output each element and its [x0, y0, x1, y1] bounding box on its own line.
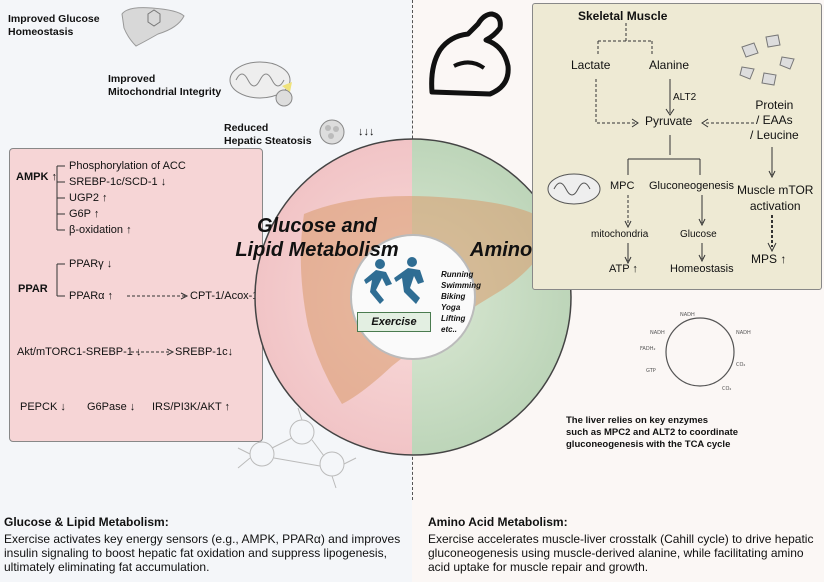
activity-item: Yoga [441, 303, 461, 312]
atp-label: ATP ↑ [609, 263, 638, 275]
gluconeogenesis-label: Gluconeogenesis [649, 180, 735, 192]
akt-label: Akt/mTORC1-SREBP-1 ↓ [17, 346, 142, 358]
bottom-left-title: Glucose & Lipid Metabolism: [4, 515, 169, 529]
protein-label: Protein / EAAs / Leucine [750, 98, 799, 142]
ampk-item: G6P ↑ [69, 208, 100, 220]
tca-label: CO₂ [736, 362, 745, 368]
alt2-label: ALT2 [673, 92, 697, 103]
tca-label: GTP [646, 368, 656, 374]
tca-label: FADH₂ [640, 346, 655, 352]
exercise-label: Exercise [357, 312, 431, 332]
glucose-label-right: Glucose [680, 229, 717, 240]
homeostasis-label: Homeostasis [670, 263, 734, 275]
left-circle-title: Glucose and Lipid Metabolism [235, 215, 399, 261]
glucose-label: Improved Glucose Homeostasis [8, 13, 100, 38]
molecule-icon [237, 407, 357, 489]
steatosis-label: Reduced Hepatic Steatosis [224, 122, 312, 147]
pepck-label: PEPCK ↓ [20, 401, 66, 413]
mps-label: MPS ↑ [751, 252, 787, 266]
activity-item: Lifting [441, 314, 466, 323]
activity-item: etc.. [441, 325, 458, 334]
pathway-arrows [547, 23, 795, 265]
tca-label: NADH [680, 312, 695, 318]
alanine-label: Alanine [649, 58, 690, 72]
activity-item: Running [441, 270, 474, 279]
enzyme-note: The liver relies on key enzymes such as … [566, 415, 739, 450]
steatosis-arrows: ↓↓↓ [358, 126, 375, 138]
pyruvate-label: Pyruvate [645, 114, 693, 128]
mito-label: Improved Mitochondrial Integrity [108, 73, 222, 98]
ampk-label: AMPK ↑ [16, 171, 57, 183]
ppar-label: PPAR [18, 283, 48, 295]
skeletal-muscle-box [532, 3, 822, 290]
tca-label: CO₂ [722, 386, 731, 392]
lipid-droplet-icon [319, 119, 345, 145]
g6pase-label: G6Pase ↓ [87, 401, 136, 413]
tca-label: NADH [650, 330, 665, 336]
bottom-left-body: Exercise activates key energy sensors (e… [4, 532, 401, 574]
ampk-item: Phosphorylation of ACC [69, 160, 186, 172]
ampk-item: SREBP-1c/SCD-1 ↓ [69, 176, 167, 188]
liver-icon [121, 7, 185, 47]
mitochondria-label: mitochondria [591, 229, 649, 240]
lactate-label: Lactate [571, 58, 611, 72]
pink-box-connectors [56, 165, 189, 356]
bottom-right-body: Exercise accelerates muscle-liver crosst… [428, 532, 814, 574]
mpc-label: MPC [610, 180, 635, 192]
mtor-label: Muscle mTOR activation [737, 183, 814, 213]
irs-label: IRS/PI3K/AKT ↑ [152, 401, 231, 413]
muscle-title: Skeletal Muscle [578, 9, 668, 23]
lipid-regulation-box [9, 148, 263, 442]
ampk-item: β-oxidation ↑ [69, 224, 132, 236]
activity-item: Biking [441, 292, 466, 301]
tca-cycle-icon: NADH NADH FADH₂ GTP CO₂ CO₂ NADH [640, 312, 751, 392]
ppar-gamma: PPARγ ↓ [69, 258, 113, 270]
muscle-arm-icon [429, 11, 511, 97]
mitochondria-icon [229, 61, 293, 107]
runners-icon [364, 257, 424, 304]
activity-item: Swimming [441, 281, 482, 290]
ppar-alpha: PPARα ↑ [69, 290, 114, 302]
ampk-item: UGP2 ↑ [69, 192, 108, 204]
bottom-right-title: Amino Acid Metabolism: [428, 515, 568, 529]
tca-label: NADH [736, 330, 751, 336]
srebp-label: SREBP-1c↓ [175, 346, 234, 358]
cpt-label: CPT-1/Acox-1 ↑ [190, 290, 268, 302]
